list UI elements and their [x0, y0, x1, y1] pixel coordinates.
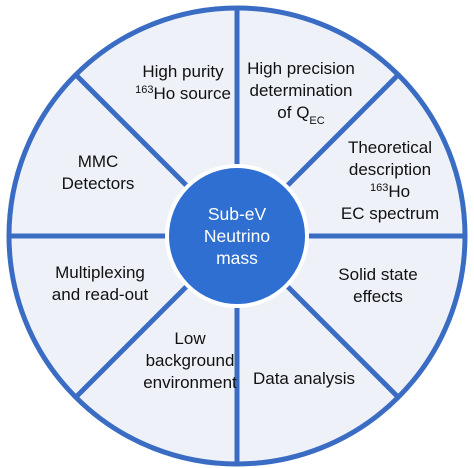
segment-label-line: and read-out	[52, 285, 149, 304]
center-label-line: Sub-eV	[208, 204, 267, 224]
segment-label-line: description	[349, 160, 431, 179]
segment-solid-state: Solid state effects	[338, 265, 417, 306]
segment-label-line: MMC	[78, 152, 119, 171]
segment-label-line: High purity	[142, 62, 224, 81]
segment-label-line: Solid state	[338, 265, 417, 284]
center-hub	[165, 164, 309, 308]
center-label-line: Neutrino	[204, 226, 270, 246]
segment-label-line: Detectors	[62, 174, 135, 193]
segment-theory: Theoretical description 163Ho EC spectrum	[341, 138, 439, 223]
segment-label-line: 163Ho source	[135, 84, 231, 103]
center-label-line: mass	[216, 248, 258, 268]
segment-mmc: MMC Detectors	[62, 152, 135, 193]
segment-labels: High purity 163Ho source High precision det…	[52, 59, 439, 392]
segment-label-line: of QEC	[277, 103, 324, 127]
segment-label-line: Data analysis	[253, 369, 355, 388]
segment-background: Low background environment	[143, 329, 237, 392]
segment-qec: High precision determination of QEC	[247, 59, 355, 127]
segment-label-line: background	[146, 351, 235, 370]
segment-label-line: 163Ho	[370, 182, 410, 201]
segment-label-line: Low	[174, 329, 206, 348]
segment-label-line: environment	[143, 373, 237, 392]
segment-multiplexing: Multiplexing and read-out	[52, 263, 149, 304]
segment-data-analysis: Data analysis	[253, 369, 355, 388]
segment-label-line: effects	[353, 287, 403, 306]
segment-label-line: High precision	[247, 59, 355, 78]
segment-label-line: Multiplexing	[55, 263, 145, 282]
segment-ho-source: High purity 163Ho source	[135, 62, 231, 103]
segment-label-line: EC spectrum	[341, 204, 439, 223]
segment-label-line: Theoretical	[348, 138, 432, 157]
segment-label-line: determination	[249, 81, 352, 100]
